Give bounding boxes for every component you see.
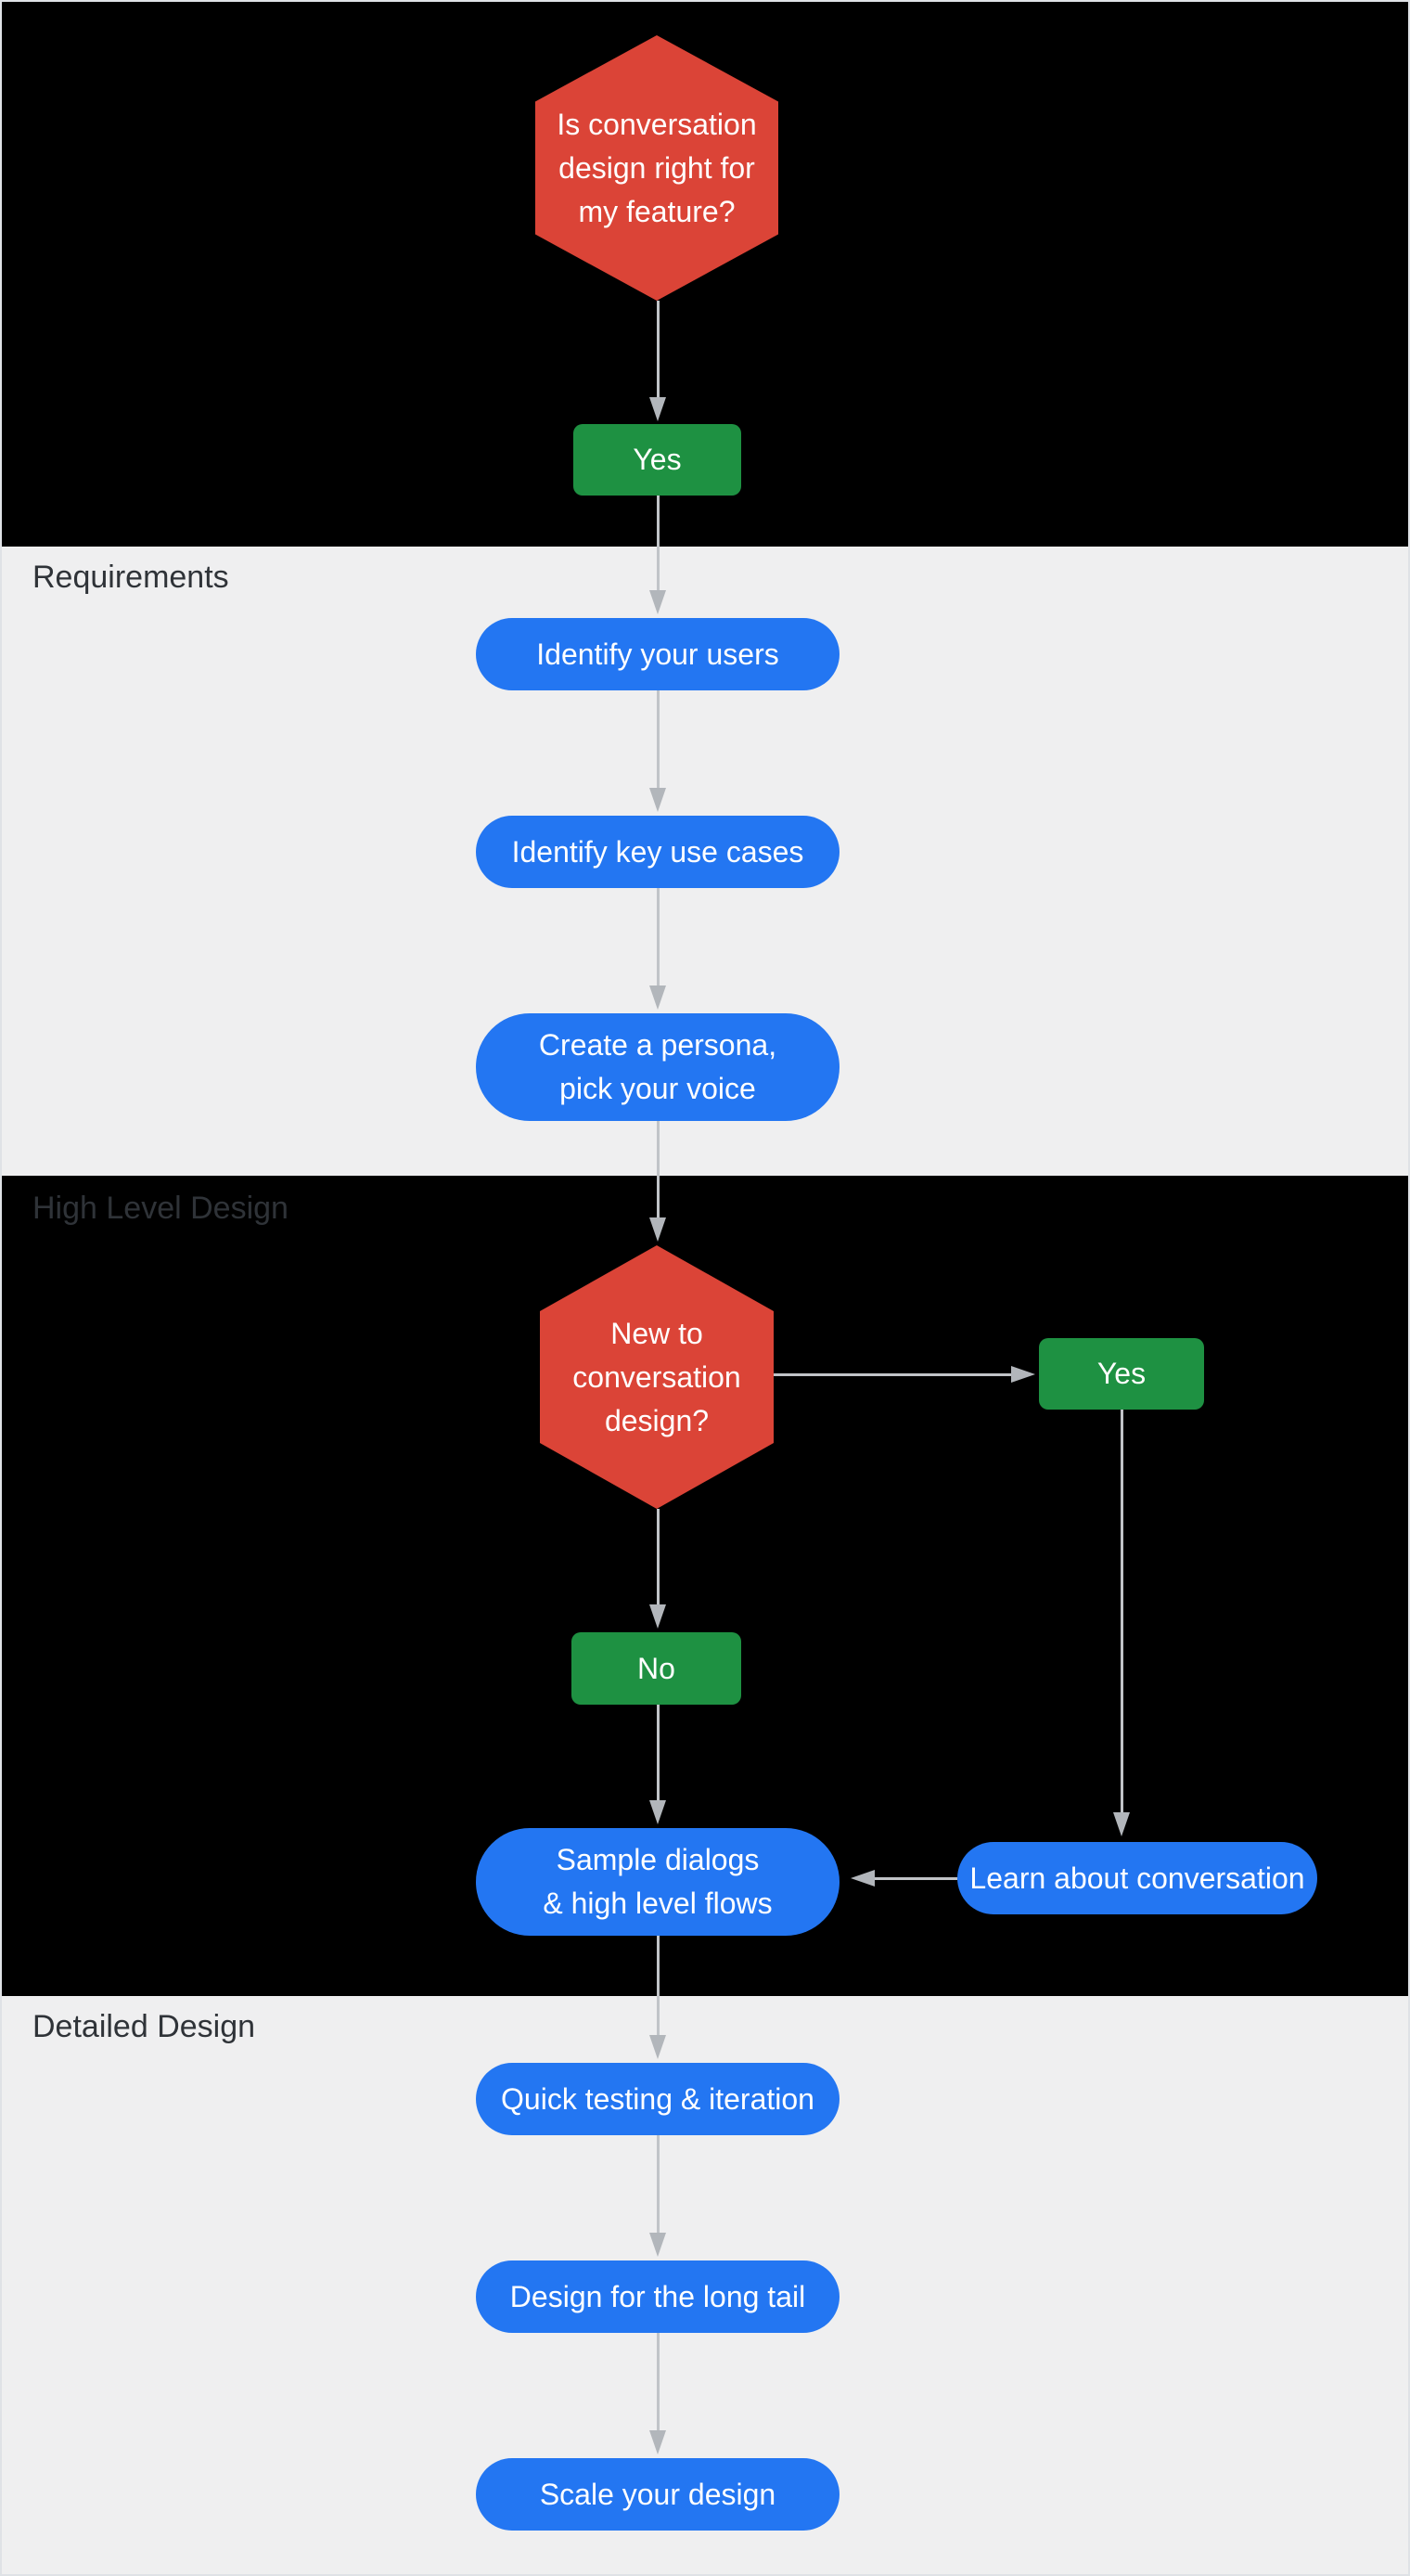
arrow-no-to-sample-dialogs [649,1705,666,1824]
step-node-text: Sample dialogs & high level flows [543,1843,773,1920]
answer-node-yes-start: Yes [573,424,741,496]
step-node-text: Identify your users [536,637,779,671]
answer-node-text: Yes [633,443,682,476]
arrow-sample-to-quick-testing [649,1936,666,2059]
step-node-text: Scale your design [539,2477,776,2511]
step-node-text: Create a persona, pick your voice [538,1028,777,1105]
step-node-create-persona-pick-voice: Create a persona, pick your voice [476,1013,840,1121]
arrow-yes-to-learn-about-conversation [1113,1410,1130,1836]
decision-node-text: Is conversation design right for my feat… [557,107,757,228]
answer-node-yes-new: Yes [1039,1338,1204,1410]
step-node-quick-testing-iteration: Quick testing & iteration [476,2063,840,2135]
section-label-detailed-design: Detailed Design [32,2009,256,2044]
arrow-learn-to-sample-dialogs [851,1870,957,1887]
section-label-high-level-design: High Level Design [32,1191,288,1226]
step-node-text: Identify key use cases [511,834,804,869]
step-node-learn-about-conversation: Learn about conversation [957,1842,1317,1914]
step-node-text: Quick testing & iteration [501,2081,814,2116]
step-node-scale-your-design: Scale your design [476,2458,840,2531]
answer-node-text: No [637,1651,675,1685]
arrow-long-tail-to-scale [649,2333,666,2454]
section-label-requirements: Requirements [32,560,229,595]
decision-node-is-conversation-design-right: Is conversation design right for my feat… [535,35,778,301]
step-node-identify-your-users: Identify your users [476,618,840,690]
arrow-quick-testing-to-long-tail [649,2135,666,2257]
decision-node-text: New to conversation design? [572,1316,741,1437]
step-node-sample-dialogs-high-level-flows: Sample dialogs & high level flows [476,1828,840,1936]
arrow-yes-to-identify-users [649,496,666,614]
step-node-text: Design for the long tail [509,2279,806,2313]
answer-node-text: Yes [1096,1357,1147,1390]
step-node-text: Learn about conversation [969,1861,1305,1895]
arrow-users-to-use-cases [649,690,666,812]
answer-node-no: No [571,1632,741,1705]
arrow-decision2-to-no [649,1509,666,1629]
decision-node-new-to-conversation-design: New to conversation design? [540,1245,774,1509]
arrow-decision2-to-yes [774,1366,1035,1383]
step-node-identify-key-use-cases: Identify key use cases [476,816,840,888]
arrow-decision1-to-yes [649,301,666,421]
arrow-persona-to-decision2 [649,1121,666,1242]
arrow-use-cases-to-persona [649,888,666,1010]
step-node-design-for-long-tail: Design for the long tail [476,2260,840,2333]
